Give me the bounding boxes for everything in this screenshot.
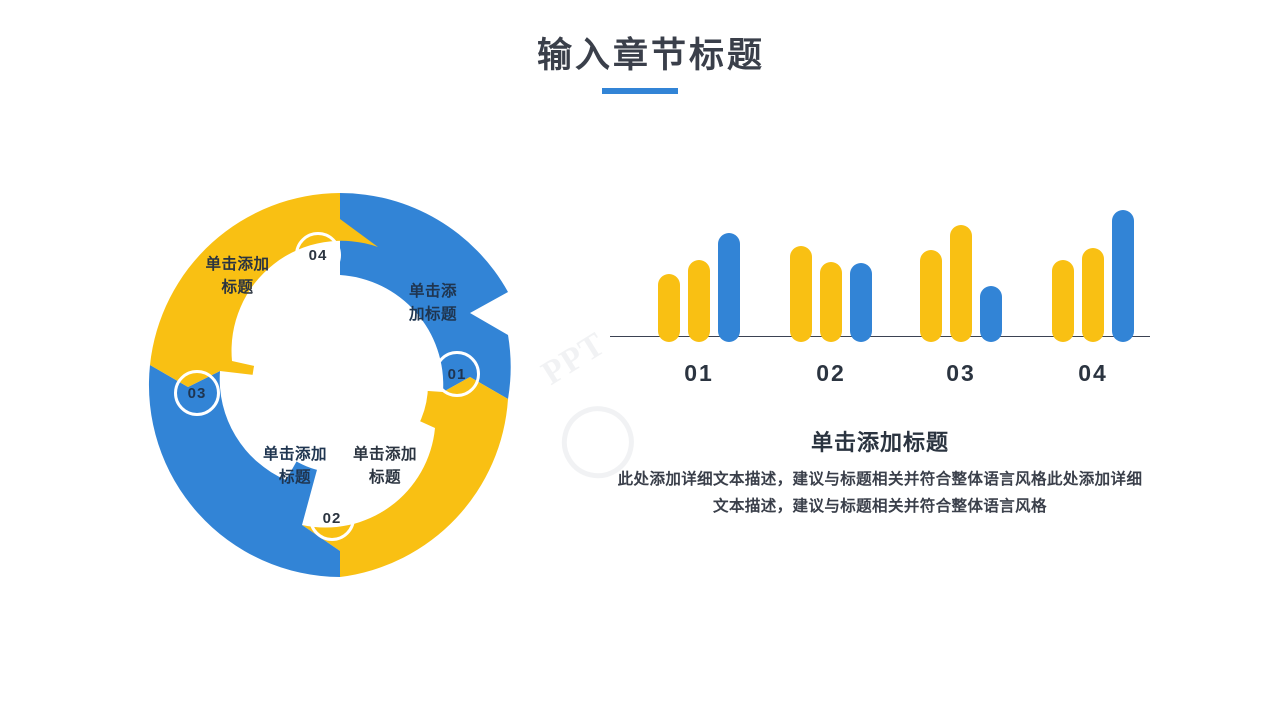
donut-center-hole <box>252 297 428 473</box>
chart-category-label-03: 03 <box>946 360 976 386</box>
caption-block: 单击添加标题 此处添加详细文本描述，建议与标题相关并符合整体语言风格此处添加详细… <box>600 428 1160 520</box>
donut-diagram: 单击添加标题 单击添加标题 单击添加标题 单击添加标题 01 02 03 04 <box>130 185 550 585</box>
bar-04-series-3[interactable] <box>1112 210 1134 342</box>
bar-chart-category-labels: 01 02 03 04 <box>600 360 1160 400</box>
bar-04-series-2[interactable] <box>1082 248 1104 342</box>
page-title: 输入章节标题 <box>536 36 765 75</box>
bar-03-series-1[interactable] <box>920 250 942 342</box>
donut-segment-01[interactable] <box>340 193 511 399</box>
bar-02-series-3[interactable] <box>850 263 872 342</box>
bar-03-series-3[interactable] <box>980 286 1002 342</box>
slide-header: 输入章节标题 <box>0 34 1280 94</box>
bar-03-series-2[interactable] <box>950 225 972 342</box>
bar-02-series-2[interactable] <box>820 262 842 342</box>
donut-badge-04[interactable]: 04 <box>295 232 341 278</box>
caption-body: 此处添加详细文本描述，建议与标题相关并符合整体语言风格此处添加详细文本描述，建议… <box>617 471 1143 515</box>
donut-badge-02[interactable]: 02 <box>309 495 355 541</box>
caption-title: 单击添加标题 <box>810 430 949 455</box>
donut-segment-03[interactable] <box>148 365 340 577</box>
bar-01-series-1[interactable] <box>658 274 680 342</box>
chart-category-label-04: 04 <box>1078 360 1108 386</box>
bar-01-series-3[interactable] <box>718 233 740 342</box>
bar-chart-plot <box>600 200 1160 342</box>
title-underline <box>602 88 678 94</box>
bar-01-series-2[interactable] <box>688 260 710 342</box>
donut-badge-03[interactable]: 03 <box>174 370 220 416</box>
bar-02-series-1[interactable] <box>790 246 812 342</box>
chart-axis-line <box>610 336 1150 337</box>
bar-04-series-1[interactable] <box>1052 260 1074 342</box>
chart-category-label-02: 02 <box>816 360 846 386</box>
donut-segment-02[interactable] <box>302 377 508 577</box>
donut-badge-01[interactable]: 01 <box>434 351 480 397</box>
bar-chart: 01 02 03 04 <box>600 200 1160 420</box>
chart-category-label-01: 01 <box>684 360 714 386</box>
